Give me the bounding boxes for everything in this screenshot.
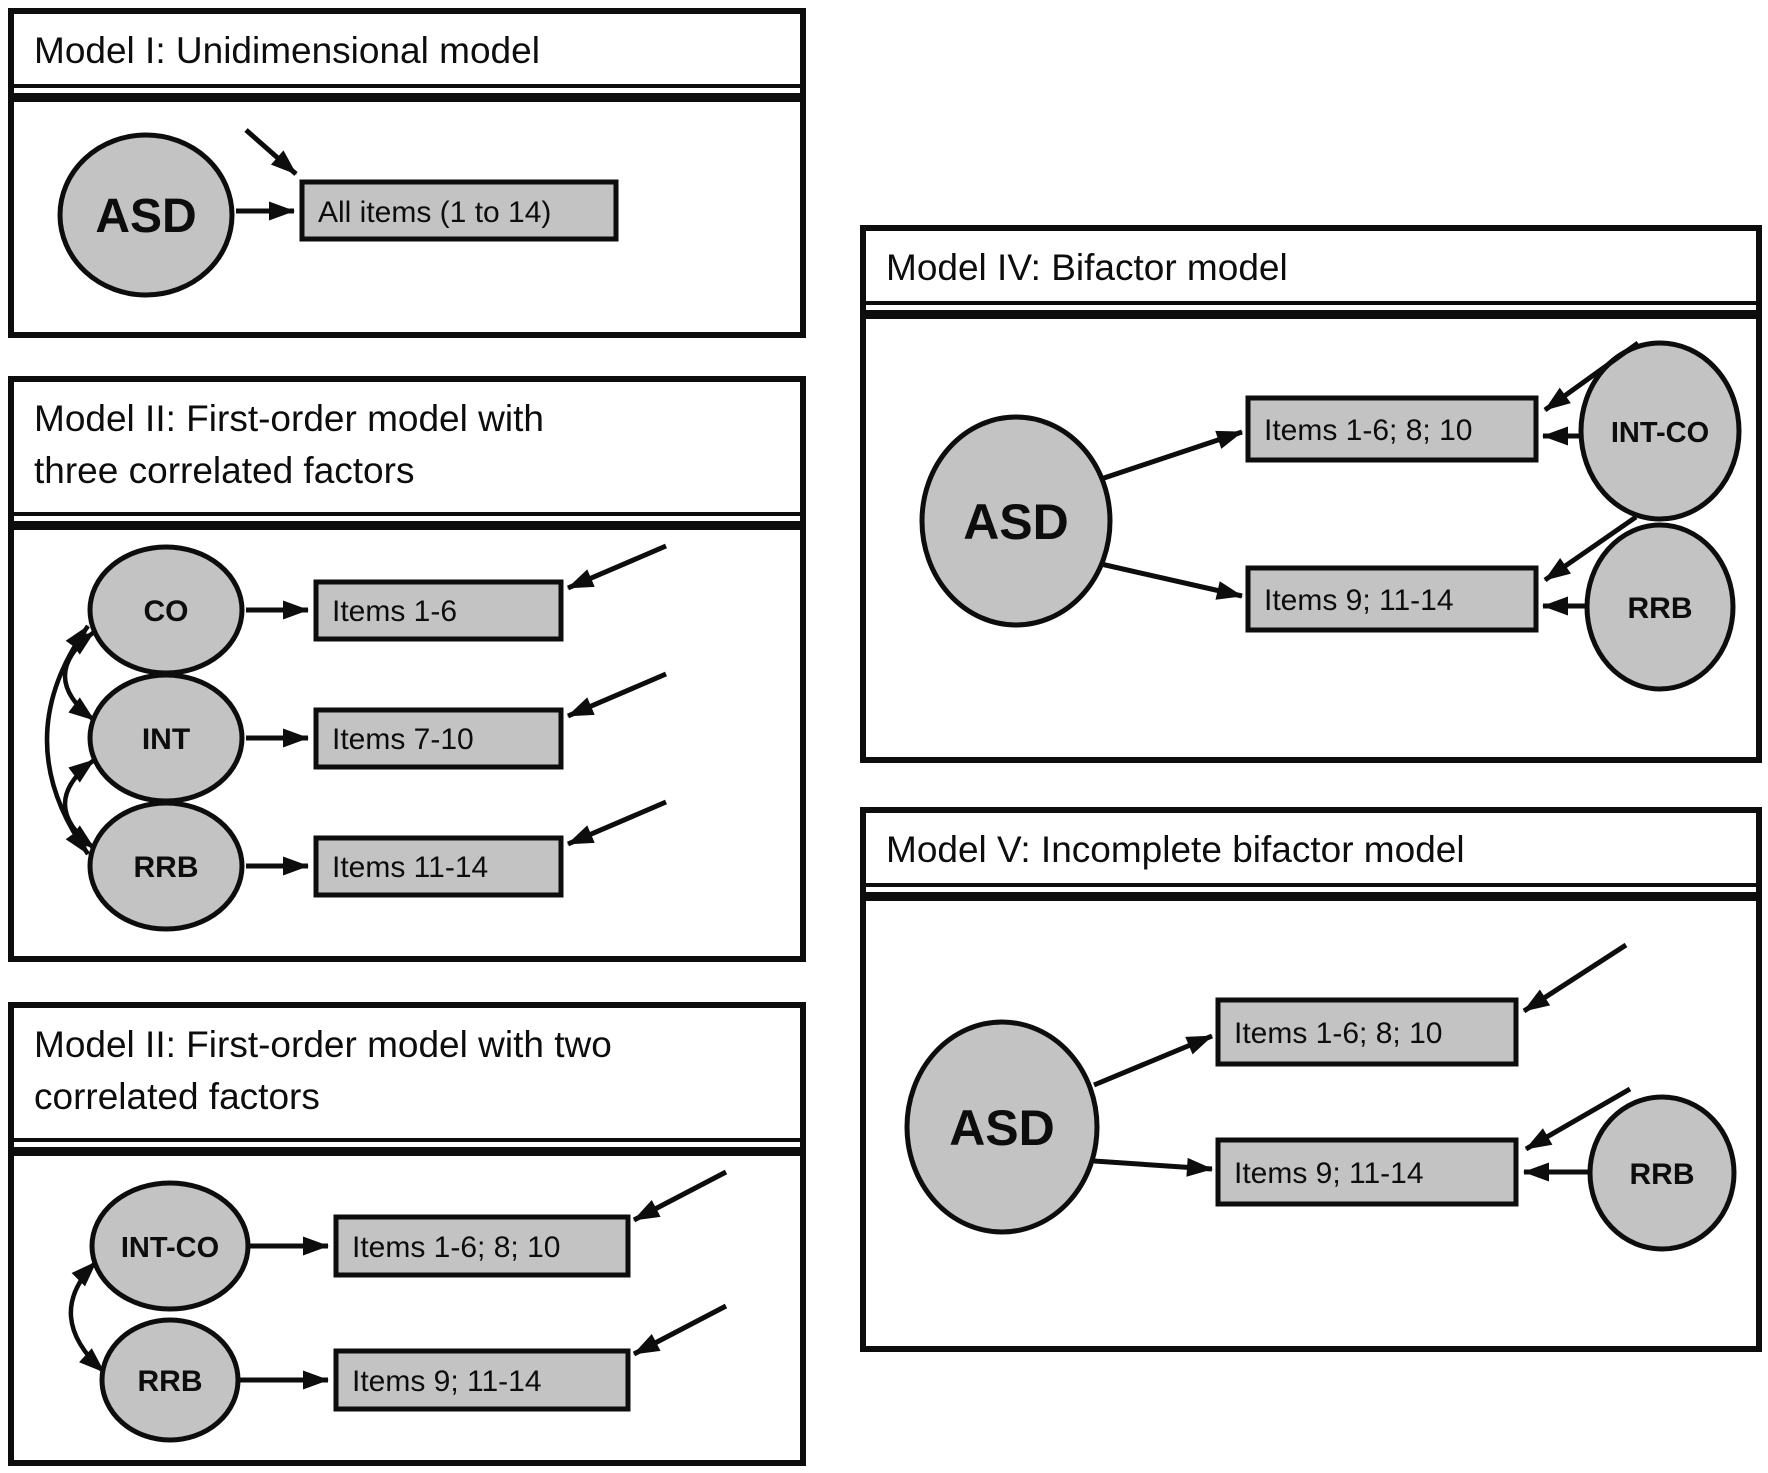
indicator-all-items-label: All items (1 to 14): [318, 196, 551, 229]
residual-arrow-items-9-11-14: [1524, 1086, 1632, 1152]
indicator-items-1-6-8-10-label: Items 1-6; 8; 10: [1264, 414, 1472, 447]
correlation-arrow-intco-rrb: [68, 1260, 106, 1374]
model-bifactor-body: ASD Items 1-6; 8; 10 Items 9; 11-14 INT-…: [866, 319, 1756, 757]
indicator-items-1-6-8-10-rect: [1245, 395, 1539, 463]
loading-arrow-asd-to-items-9-11-14: [1093, 1157, 1213, 1177]
indicator-items-7-10-label: Items 7-10: [332, 723, 474, 756]
model-incomplete-bifactor-box: Model V: Incomplete bifactor model ASD I…: [860, 807, 1762, 1352]
factor-asd-ellipse: [919, 414, 1113, 628]
indicator-items-1-6-label: Items 1-6: [332, 595, 457, 628]
model-three-correlated-factors-diagram: CO INT RRB Items 1-6 Items 7-10 Items 11…: [44, 543, 667, 932]
residual-arrow-items-1-6-8-10: [1543, 340, 1640, 413]
model-title: Model I: Unidimensional model: [34, 30, 540, 71]
factor-intco-label: INT-CO: [121, 1232, 219, 1264]
model-two-correlated-factors-body: INT-CO RRB Items 1-6; 8; 10 Items 9; 11-…: [14, 1156, 800, 1460]
indicator-items-9-11-14-label: Items 9; 11-14: [352, 1365, 542, 1398]
residual-arrow-items-1-6: [567, 543, 667, 591]
indicator-items-9-11-14-rect: [333, 1348, 631, 1412]
model-title-line-2: three correlated factors: [34, 450, 415, 491]
residual-arrow-items-1-6-8-10: [632, 1169, 728, 1223]
model-incomplete-bifactor-header: Model V: Incomplete bifactor model: [866, 813, 1756, 887]
factor-rrb-label: RRB: [1628, 592, 1693, 625]
model-two-correlated-factors-diagram: INT-CO RRB Items 1-6; 8; 10 Items 9; 11-…: [68, 1169, 728, 1443]
indicator-items-1-6-rect: [313, 579, 564, 642]
model-incomplete-bifactor-diagram: ASD Items 1-6; 8; 10 Items 9; 11-14 RRB: [904, 942, 1737, 1252]
factor-rrb-ellipse: [87, 800, 245, 932]
header-divider: [14, 1147, 800, 1156]
model-title-line-1: Model II: First-order model with: [34, 398, 544, 439]
header-divider: [866, 310, 1756, 319]
factor-co-label: CO: [144, 595, 189, 628]
model-unidimensional-box: Model I: Unidimensional model ASD All it…: [8, 8, 806, 338]
model-bifactor-diagram: ASD Items 1-6; 8; 10 Items 9; 11-14 INT-…: [919, 340, 1742, 692]
model-two-correlated-factors-box: Model II: First-order model with two cor…: [8, 1002, 806, 1466]
factor-intco-ellipse: [1578, 340, 1742, 522]
indicator-items-9-11-14-label: Items 9; 11-14: [1234, 1157, 1424, 1190]
factor-asd-label: ASD: [95, 190, 196, 243]
loading-arrow-asd-to-items-1-6-8-10: [1093, 1033, 1213, 1088]
indicator-items-1-6-8-10-label: Items 1-6; 8; 10: [1234, 1017, 1442, 1050]
correlation-arrow-int-rrb: [62, 758, 96, 850]
factor-asd-ellipse: [904, 1019, 1100, 1235]
header-divider: [14, 521, 800, 530]
indicator-items-9-11-14-rect: [1245, 565, 1539, 633]
indicator-items-1-6-8-10-label: Items 1-6; 8; 10: [352, 1231, 560, 1264]
factor-asd-ellipse: [57, 132, 235, 298]
factor-asd-label: ASD: [949, 1100, 1055, 1156]
correlation-arrow-co-rrb: [44, 624, 90, 856]
factor-rrb-label: RRB: [1630, 1158, 1695, 1191]
indicator-items-9-11-14-label: Items 9; 11-14: [1264, 584, 1454, 617]
factor-intco-ellipse: [89, 1180, 251, 1312]
residual-arrow-items-1-6-8-10: [1522, 942, 1628, 1014]
model-unidimensional-header: Model I: Unidimensional model: [14, 14, 800, 88]
factor-rrb-label: RRB: [134, 851, 199, 884]
indicator-items-11-14-rect: [313, 835, 564, 898]
factor-rrb-ellipse: [99, 1317, 241, 1443]
factor-intco-label: INT-CO: [1611, 417, 1709, 449]
model-three-correlated-factors-body: CO INT RRB Items 1-6 Items 7-10 Items 11…: [14, 530, 800, 956]
model-bifactor-header: Model IV: Bifactor model: [866, 231, 1756, 305]
loading-arrow-asd-to-items-9-11-14: [1100, 561, 1243, 600]
indicator-all-items-rect: [299, 179, 619, 242]
residual-arrow-all-items: [244, 128, 298, 176]
header-divider: [866, 892, 1756, 901]
indicator-items-1-6-8-10-rect: [333, 1214, 631, 1278]
factor-rrb-label: RRB: [138, 1365, 203, 1398]
residual-arrow-items-9-11-14: [632, 1303, 728, 1357]
model-incomplete-bifactor-body: ASD Items 1-6; 8; 10 Items 9; 11-14 RRB: [866, 901, 1756, 1346]
indicator-items-1-6-8-10-rect: [1215, 997, 1519, 1067]
correlation-arrow-co-int: [62, 630, 96, 722]
residual-arrow-items-7-10: [567, 671, 667, 719]
model-title-line-2: correlated factors: [34, 1076, 320, 1117]
model-unidimensional-body: ASD All items (1 to 14): [14, 102, 800, 332]
header-divider: [14, 93, 800, 102]
factor-asd-label: ASD: [963, 494, 1069, 550]
model-bifactor-box: Model IV: Bifactor model ASD Items 1-6; …: [860, 225, 1762, 763]
model-three-correlated-factors-header: Model II: First-order model with three c…: [14, 382, 800, 516]
residual-arrow-items-11-14: [567, 799, 667, 847]
factor-rrb-ellipse: [1587, 1094, 1737, 1252]
factor-int-label: INT: [142, 723, 190, 756]
indicator-items-11-14-label: Items 11-14: [332, 851, 488, 884]
model-two-correlated-factors-header: Model II: First-order model with two cor…: [14, 1008, 800, 1142]
model-title-line-1: Model II: First-order model with two: [34, 1024, 612, 1065]
loading-arrow-asd-to-items-1-6-8-10: [1100, 429, 1243, 482]
model-title: Model IV: Bifactor model: [886, 247, 1288, 288]
model-three-correlated-factors-box: Model II: First-order model with three c…: [8, 376, 806, 962]
residual-arrow-items-9-11-14: [1543, 514, 1638, 583]
indicator-items-7-10-rect: [313, 707, 564, 770]
model-unidimensional-diagram: ASD All items (1 to 14): [57, 128, 619, 298]
factor-rrb-ellipse: [1584, 522, 1736, 692]
indicator-items-9-11-14-rect: [1215, 1137, 1519, 1207]
model-title: Model V: Incomplete bifactor model: [886, 829, 1465, 870]
